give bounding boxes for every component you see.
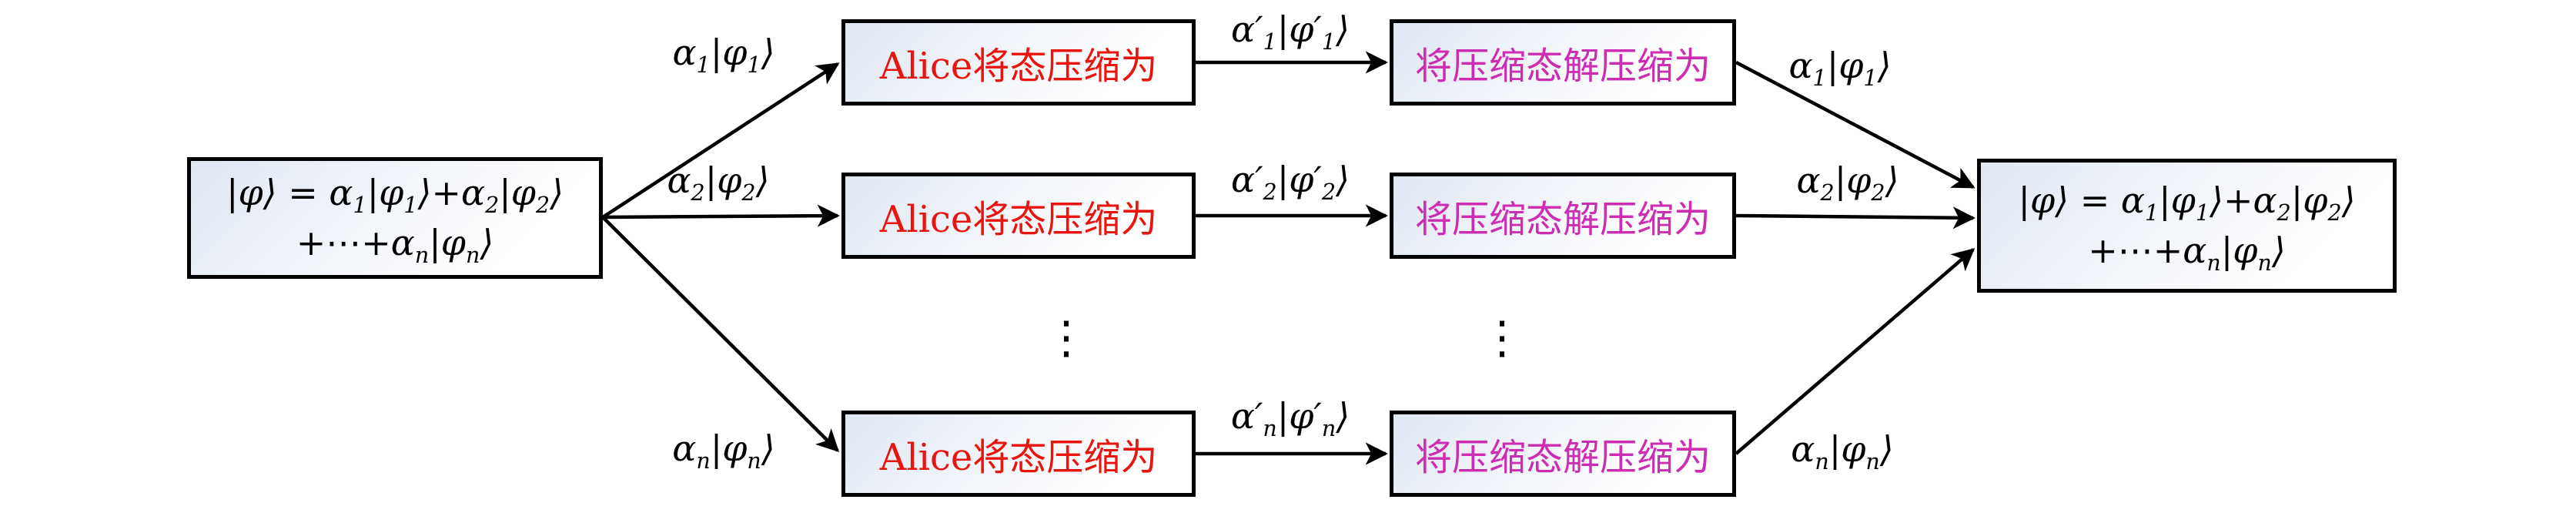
compressed-state-label-rown: α′n|φ′n⟩ <box>1230 395 1350 442</box>
initial-state-box: |φ⟩ = α1|φ1⟩+α2|φ2⟩ +⋯+αn|φn⟩ <box>187 157 603 279</box>
output-state-label-row1: α1|φ1⟩ <box>1788 45 1892 92</box>
arrow-fanout-row2 <box>602 204 840 227</box>
compress-box-row2-label: Alice将态压缩为 <box>879 198 1158 241</box>
final-state-line1: |φ⟩ = α1|φ1⟩+α2|φ2⟩ <box>2018 179 2356 226</box>
compress-box-row1: Alice将态压缩为 <box>841 19 1196 106</box>
compress-box-rown: Alice将态压缩为 <box>841 411 1196 497</box>
arrow-fanout-rown <box>601 216 840 453</box>
compress-box-rown-label: Alice将态压缩为 <box>879 436 1158 479</box>
output-state-label-rown: αn|φn⟩ <box>1791 428 1894 475</box>
decompress-box-row2-label: 将压缩态解压缩为 <box>1414 198 1711 241</box>
vdots-decompress-column: ⋮ <box>1480 311 1524 364</box>
input-state-label-row1: α1|φ1⟩ <box>672 32 775 79</box>
final-state-box: |φ⟩ = α1|φ1⟩+α2|φ2⟩ +⋯+αn|φn⟩ <box>1977 159 2397 293</box>
vdots-compress-column: ⋮ <box>1044 311 1089 364</box>
compress-box-row2: Alice将态压缩为 <box>841 173 1196 259</box>
compressed-state-label-row2: α′2|φ′2⟩ <box>1231 159 1350 206</box>
compressed-state-label-row1: α′1|φ′1⟩ <box>1231 8 1350 55</box>
arrow-fanout-row1 <box>601 62 840 219</box>
input-state-label-row2: α2|φ2⟩ <box>667 159 770 206</box>
arrow-fanin-rown <box>1735 248 1975 455</box>
arrow-fanin-row2 <box>1735 206 1975 230</box>
decompress-box-rown: 将压缩态解压缩为 <box>1390 411 1736 497</box>
final-state-line2: +⋯+αn|φn⟩ <box>2088 230 2286 277</box>
decompress-box-row1-label: 将压缩态解压缩为 <box>1414 45 1711 88</box>
initial-state-line2: +⋯+αn|φn⟩ <box>296 222 494 269</box>
decompress-box-row1: 将压缩态解压缩为 <box>1390 19 1736 106</box>
output-state-label-row2: α2|φ2⟩ <box>1796 159 1899 206</box>
decompress-box-row2: 将压缩态解压缩为 <box>1390 173 1736 259</box>
arrow-fanin-row1 <box>1735 61 1975 189</box>
decompress-box-rown-label: 将压缩态解压缩为 <box>1414 436 1711 479</box>
initial-state-line1: |φ⟩ = α1|φ1⟩+α2|φ2⟩ <box>226 171 564 218</box>
compress-box-row1-label: Alice将态压缩为 <box>879 45 1158 88</box>
input-state-label-rown: αn|φn⟩ <box>672 427 775 474</box>
